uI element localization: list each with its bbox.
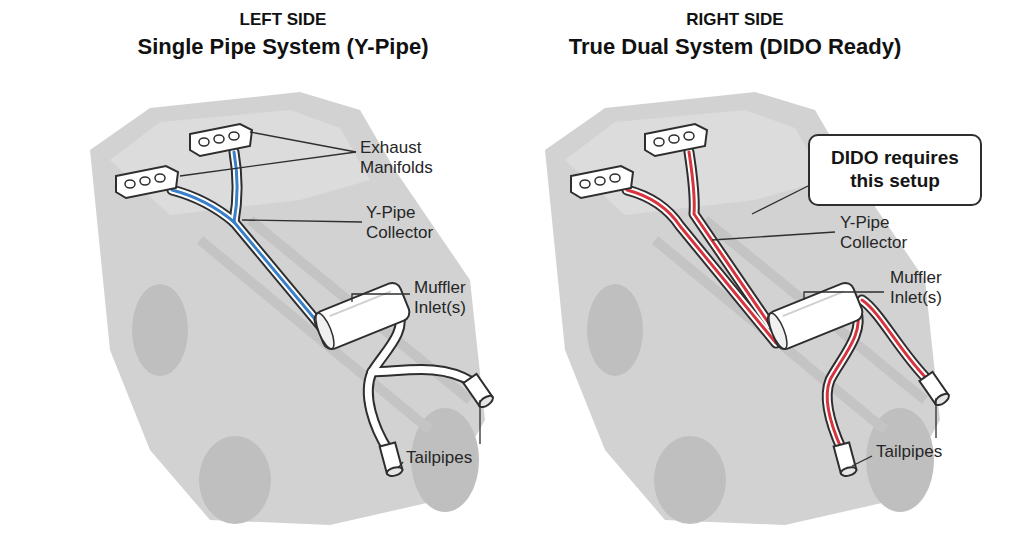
- panel-kicker: LEFT SIDE: [133, 10, 433, 30]
- pipe-outline: [368, 372, 388, 450]
- tailpipe-tip: [834, 442, 858, 477]
- muffler: [312, 280, 412, 352]
- pipe-body: [234, 152, 237, 222]
- flow-highlight: [862, 300, 928, 380]
- flow-highlight: [172, 190, 234, 222]
- leader-line: [852, 456, 872, 466]
- pipe-body: [234, 222, 324, 330]
- flow-highlight: [234, 152, 237, 222]
- leader-line: [242, 220, 362, 222]
- pipe-body: [172, 190, 234, 222]
- callout-pointer: [752, 186, 808, 214]
- pipe-outline: [172, 190, 234, 222]
- leader-line: [180, 152, 356, 176]
- muffler: [765, 280, 865, 352]
- part-label: Y-Pipe Collector: [840, 213, 930, 252]
- flow-highlight: [234, 222, 324, 330]
- leader-line: [479, 400, 480, 444]
- exhaust-manifold: [116, 166, 178, 198]
- tailpipe-tip: [919, 372, 950, 407]
- leader-line: [804, 292, 884, 300]
- leader-line: [352, 294, 410, 302]
- panel-kicker: RIGHT SIDE: [585, 10, 885, 30]
- pipe-outline: [372, 370, 472, 383]
- pipe-outline: [234, 152, 237, 222]
- pipe-body: [368, 372, 388, 450]
- callout-text: DIDO requires this setup: [820, 147, 970, 193]
- panel-title: True Dual System (DIDO Ready): [505, 34, 965, 59]
- pipe-outline: [862, 300, 928, 380]
- exhaust-manifold: [571, 166, 633, 198]
- tailpipe-tip: [463, 374, 494, 409]
- exhaust-manifold: [645, 124, 707, 156]
- part-label: Muffler Inlet(s): [414, 278, 494, 317]
- part-label: Muffler Inlet(s): [890, 268, 970, 307]
- exhaust-manifold: [190, 124, 252, 156]
- pipe-body: [372, 370, 472, 383]
- tailpipe-tip: [380, 442, 404, 477]
- leader-line: [712, 232, 835, 240]
- part-label: Tailpipes: [876, 442, 966, 462]
- leader-line: [250, 132, 356, 152]
- part-label: Tailpipes: [406, 448, 496, 468]
- callout-box: DIDO requires this setup: [808, 134, 982, 206]
- part-label: Exhaust Manifolds: [360, 138, 460, 177]
- pipe-outline: [234, 222, 324, 330]
- panel-title: Single Pipe System (Y-Pipe): [63, 34, 503, 59]
- pipe-body: [862, 300, 928, 380]
- part-label: Y-Pipe Collector: [366, 203, 456, 242]
- leader-line: [398, 462, 403, 468]
- leader-line: [935, 398, 936, 438]
